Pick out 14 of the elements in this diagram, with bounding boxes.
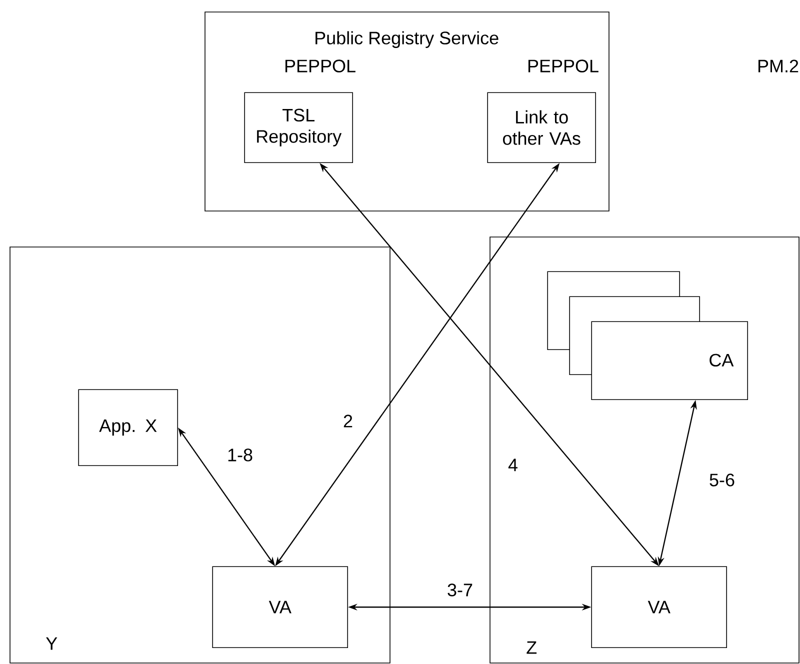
process-box: App. X [78,389,178,466]
box-heading: PEPPOL [285,60,356,72]
process-box: VA [212,566,348,648]
process-box: CA [591,321,748,400]
process-box: Link to other VAs [487,92,596,163]
box-heading: PEPPOL [528,60,598,72]
process-box: VA [591,566,727,648]
page-code: PM.2 [758,60,798,72]
edge-label: 1-8 [228,448,252,462]
edge-label: 5-6 [710,474,734,486]
edge-label: 3-7 [448,584,472,596]
edge-label: 4 [508,458,518,472]
edge-label: 2 [344,414,352,428]
process-box: TSL Repository [244,92,353,163]
